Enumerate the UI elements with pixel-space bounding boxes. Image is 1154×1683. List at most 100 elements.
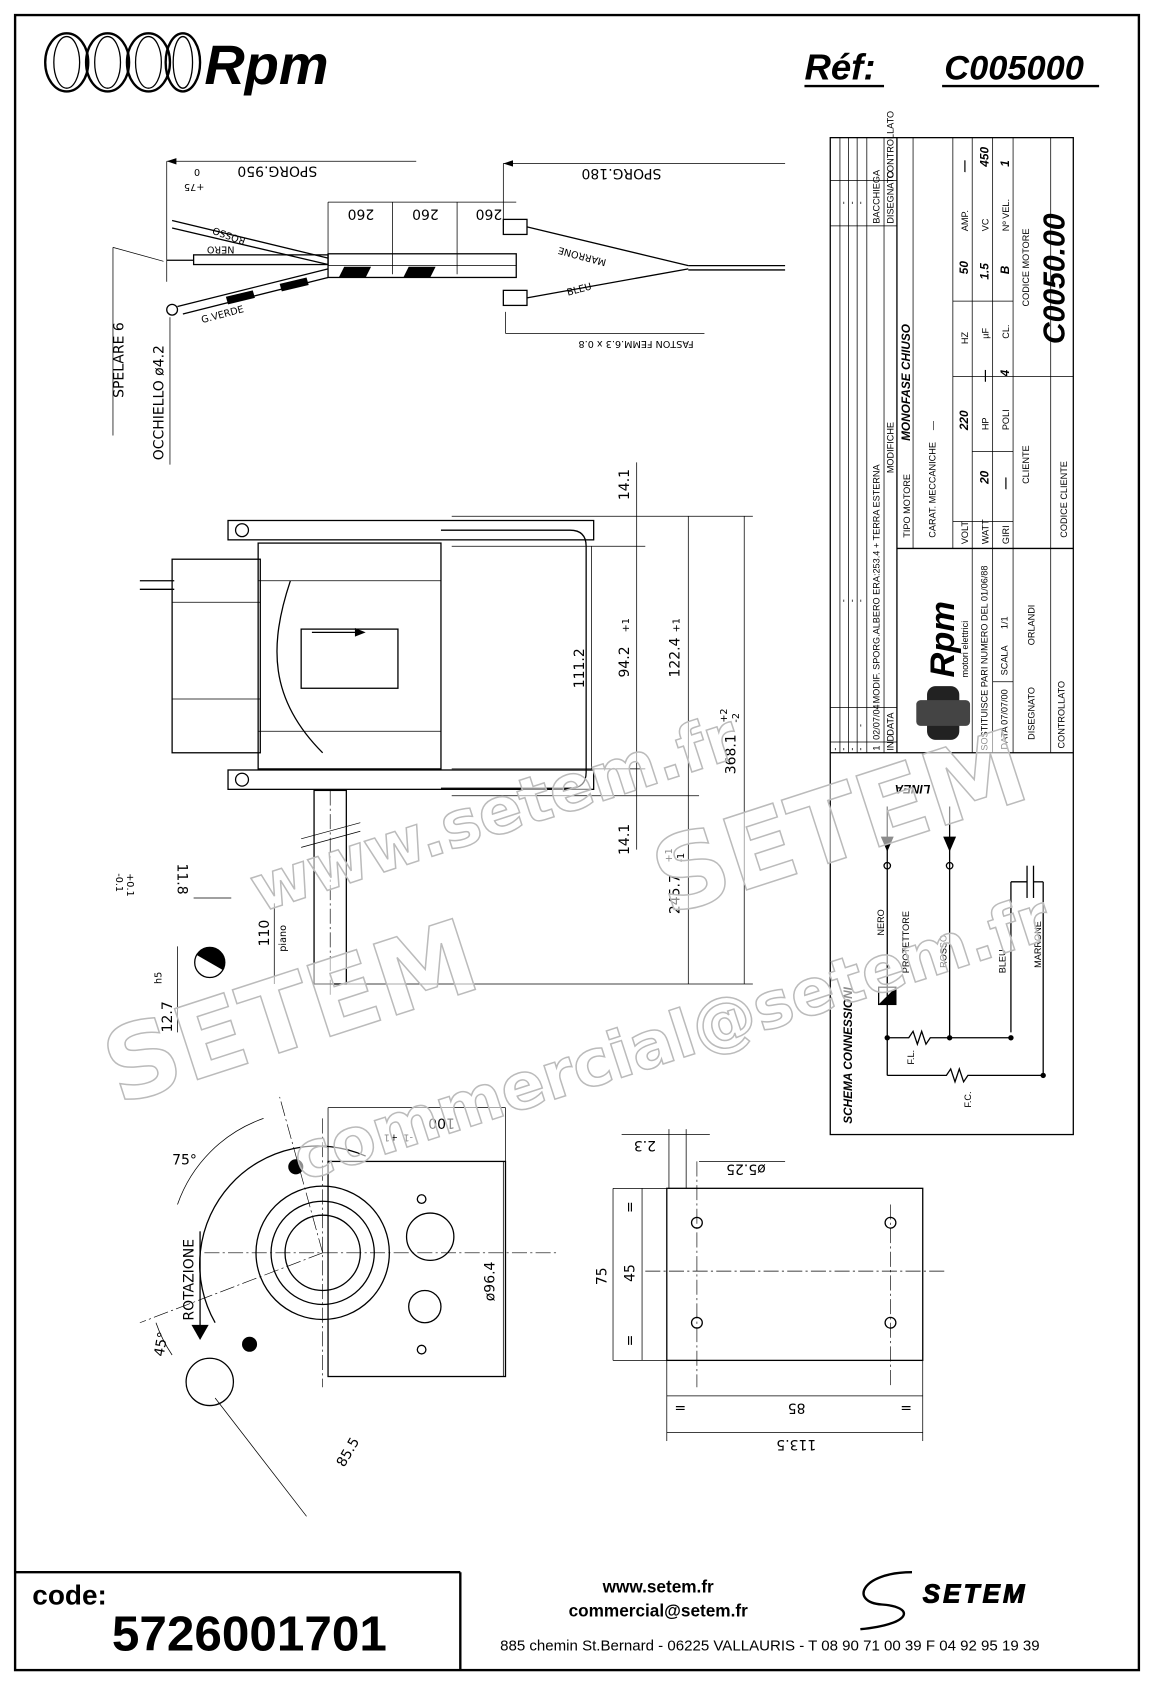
svg-text:260: 260 — [348, 206, 375, 222]
svg-text:=: = — [623, 1201, 639, 1213]
svg-text:1: 1 — [872, 746, 882, 751]
svg-text:=: = — [623, 1335, 639, 1347]
svg-text:WATT: WATT — [980, 519, 990, 544]
svg-text:C0050.00: C0050.00 — [1039, 213, 1072, 344]
svg-text:+0.1: +0.1 — [124, 873, 135, 896]
motor-front-view: 75° 45° ROTAZIONE 100 +1 -1 ø96.4 85.5 — [139, 1096, 560, 1517]
svg-text:+75: +75 — [184, 181, 204, 192]
motor-base-view: 75 45 = = 2.3 ø5.25 85 113.5 = = — [595, 1129, 947, 1452]
svg-text:CONTROLLATO: CONTROLLATO — [886, 111, 896, 179]
svg-text:HZ: HZ — [960, 332, 970, 345]
svg-text:NERO: NERO — [876, 909, 886, 935]
svg-text:450: 450 — [977, 147, 991, 168]
rpm-logo-icon — [916, 686, 971, 740]
svg-text:+1: +1 — [384, 1132, 398, 1143]
wiring-schematic: SCHEMA CONNESSIONI LINEA NERO PROTETTORE… — [841, 782, 1046, 1124]
wiring-detail: SPORG.950 0 +75 260 260 260 ROSSO NERO G… — [112, 158, 786, 465]
svg-text:MODIFICHE: MODIFICHE — [886, 422, 896, 473]
svg-text:+1: +1 — [621, 618, 632, 632]
svg-text:=: = — [900, 1399, 912, 1415]
svg-text:F.L.: F.L. — [906, 1050, 916, 1065]
setem-logo-icon — [860, 1571, 912, 1631]
svg-text:-: - — [856, 748, 866, 751]
svg-text:20: 20 — [977, 470, 991, 485]
svg-text:-: - — [838, 201, 848, 204]
svg-text:CLIENTE: CLIENTE — [1021, 445, 1031, 484]
svg-text:Rpm: Rpm — [924, 601, 962, 677]
title-block: - - - - 1 02/07/04 MODIF. SPORG.ALBERO E… — [829, 111, 1074, 1136]
svg-text:DATA: DATA — [1000, 726, 1010, 750]
svg-text:ø5.25: ø5.25 — [726, 1161, 766, 1177]
svg-text:-: - — [830, 748, 840, 751]
rotation-label: ROTAZIONE — [182, 1239, 198, 1321]
svg-text:MARRONE: MARRONE — [1033, 921, 1043, 968]
svg-text:µF: µF — [980, 327, 990, 338]
wire-bleu-label: BLEU — [566, 281, 593, 298]
website-link: www.setem.fr — [602, 1577, 714, 1597]
svg-text:—: — — [928, 420, 938, 430]
svg-text:VOLT: VOLT — [960, 521, 970, 545]
svg-text:2.3: 2.3 — [634, 1137, 656, 1153]
svg-text:DISEGNATO: DISEGNATO — [886, 171, 896, 224]
header: Rpm Réf: C005000 — [44, 32, 1100, 96]
svg-text:ROSSO: ROSSO — [938, 935, 948, 968]
svg-text:IND: IND — [886, 735, 896, 751]
svg-text:+1: +1 — [664, 848, 675, 862]
svg-text:50: 50 — [957, 261, 971, 275]
svg-text:122.4: 122.4 — [668, 637, 684, 677]
svg-text:VC: VC — [980, 218, 990, 231]
svg-text:h5: h5 — [153, 972, 164, 984]
svg-text:245.7: 245.7 — [668, 874, 684, 914]
svg-text:-1: -1 — [676, 853, 687, 863]
motor-side-view: 14.1 111.2 94.2 +1 122.4 +1 368.1 +2 -2 … — [113, 462, 753, 1032]
svg-text:SOSTITUISCE PARI NUMERO DEL 01: SOSTITUISCE PARI NUMERO DEL 01/06/88 — [979, 566, 989, 751]
svg-text:4: 4 — [998, 369, 1012, 377]
page-border — [13, 13, 1141, 1672]
svg-text:85: 85 — [788, 1399, 806, 1415]
svg-text:SCALA: SCALA — [1000, 645, 1010, 676]
svg-text:-0.1: -0.1 — [113, 873, 124, 892]
svg-text:110: 110 — [257, 920, 273, 947]
svg-text:=: = — [674, 1399, 686, 1415]
wire-marrone-label: MARRONE — [557, 244, 607, 267]
svg-text:12.7: 12.7 — [160, 1001, 176, 1032]
svg-text:SCHEMA CONNESSIONI: SCHEMA CONNESSIONI — [841, 986, 855, 1123]
svg-text:GIRI: GIRI — [1001, 525, 1011, 544]
svg-text:+1: +1 — [672, 618, 683, 632]
address: 885 chemin St.Bernard - 06225 VALLAURIS … — [500, 1638, 1040, 1655]
svg-text:-: - — [856, 599, 866, 602]
footer: code: 5726001701 www.setem.fr commercial… — [15, 1571, 1040, 1671]
svg-text:ø96.4: ø96.4 — [483, 1261, 499, 1301]
svg-text:94.2: 94.2 — [617, 646, 633, 677]
svg-text:piano: piano — [278, 925, 289, 952]
svg-text:0: 0 — [194, 166, 200, 177]
setem-brand: SETEM — [923, 1580, 1028, 1608]
svg-text:14.1: 14.1 — [617, 824, 633, 855]
svg-text:1/1: 1/1 — [1000, 616, 1010, 629]
svg-text:220: 220 — [957, 410, 971, 431]
svg-text:368.1: 368.1 — [724, 734, 740, 774]
svg-text:CARAT. MECCANICHE: CARAT. MECCANICHE — [928, 442, 938, 538]
svg-text:07/07/00: 07/07/00 — [1000, 689, 1010, 725]
brand-logo-text: Rpm — [204, 33, 328, 96]
svg-text:02/07/04: 02/07/04 — [872, 704, 882, 740]
wire-nero-label: NERO — [206, 243, 234, 254]
svg-text:—: — — [977, 370, 991, 383]
svg-text:MODIF. SPORG.ALBERO ERA:253.4: MODIF. SPORG.ALBERO ERA:253.4 + TERRA ES… — [872, 463, 882, 703]
svg-text:-: - — [847, 599, 857, 602]
occhiello-label: OCCHIELLO ø4.2 — [152, 345, 168, 460]
svg-text:TIPO MOTORE: TIPO MOTORE — [902, 474, 912, 538]
svg-text:45°: 45° — [152, 1331, 172, 1358]
svg-text:75: 75 — [595, 1267, 611, 1285]
svg-text:BACCHIEGA: BACCHIEGA — [872, 169, 882, 224]
resistor-fl-icon — [887, 1029, 1011, 1047]
ref-value: C005000 — [944, 50, 1084, 88]
svg-text:Nº VEL.: Nº VEL. — [1001, 199, 1011, 231]
eyelet-icon — [166, 303, 179, 316]
svg-text:—: — — [957, 160, 971, 173]
svg-text:motori elettrici: motori elettrici — [960, 621, 970, 678]
svg-text:DISEGNATO: DISEGNATO — [1027, 687, 1037, 740]
svg-text:CODICE CLIENTE: CODICE CLIENTE — [1059, 461, 1069, 538]
svg-text:—: — — [998, 477, 1012, 490]
email-link: commercial@setem.fr — [569, 1600, 748, 1620]
